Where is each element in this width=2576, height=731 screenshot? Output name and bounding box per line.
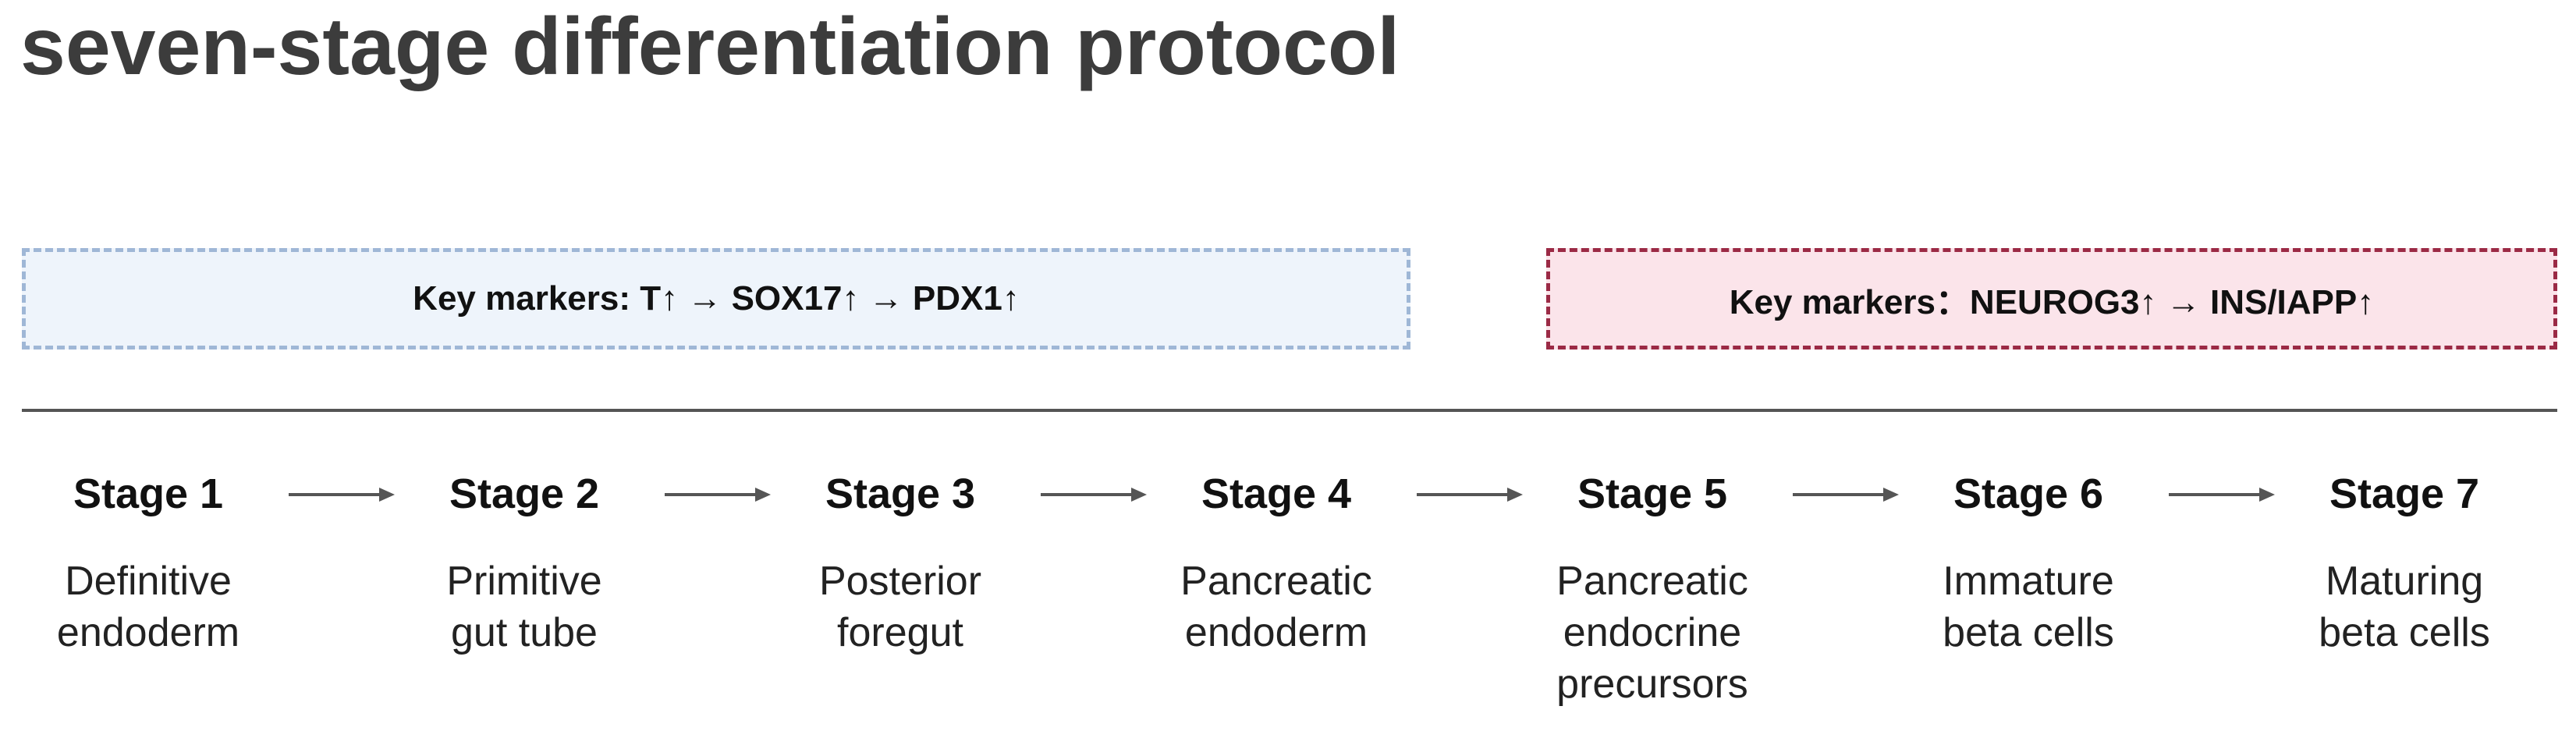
late-markers-label: Key markers：NEUROG3↑ → INS/IAPP↑	[1729, 283, 2375, 321]
stage-description: Pancreatic endoderm	[1180, 559, 1372, 655]
stage-description: Maturing beta cells	[2319, 559, 2490, 655]
stage-2: Stage 2 Primitive gut tube	[376, 467, 672, 658]
stage-title: Stage 2	[449, 470, 600, 517]
arrow-right-icon	[289, 488, 395, 502]
divider-line	[22, 409, 2557, 412]
stage-title: Stage 3	[825, 470, 976, 517]
arrow-right-icon	[1417, 488, 1523, 502]
stage-3: Stage 3 Posterior foregut	[752, 467, 1048, 658]
page-title: seven-stage differentiation protocol	[20, 2, 1400, 92]
early-markers-box: Key markers: T↑ → SOX17↑ → PDX1↑	[22, 248, 1410, 350]
stage-5: Stage 5 Pancreatic endocrine precursors	[1504, 467, 1801, 710]
stage-title: Stage 7	[2329, 470, 2480, 517]
stage-description: Posterior foregut	[818, 559, 982, 655]
late-markers-box: Key markers：NEUROG3↑ → INS/IAPP↑	[1546, 248, 2557, 350]
stage-title: Stage 6	[1953, 470, 2104, 517]
stage-description: Primitive gut tube	[446, 559, 602, 655]
stage-title: Stage 4	[1201, 470, 1352, 517]
arrow-right-icon	[1041, 488, 1147, 502]
early-markers-label: Key markers: T↑ → SOX17↑ → PDX1↑	[413, 279, 1020, 318]
arrow-right-icon	[2169, 488, 2275, 502]
stage-4: Stage 4 Pancreatic endoderm	[1128, 467, 1425, 658]
arrow-right-icon	[1793, 488, 1899, 502]
arrow-right-icon	[665, 488, 771, 502]
stage-1: Stage 1 Definitive endoderm	[0, 467, 296, 658]
stage-description: Immature beta cells	[1943, 559, 2114, 655]
stage-description: Definitive endoderm	[56, 559, 240, 655]
stage-description: Pancreatic endocrine precursors	[1556, 559, 1748, 707]
stage-title: Stage 5	[1577, 470, 1728, 517]
stage-7: Stage 7 Maturing beta cells	[2256, 467, 2553, 658]
stage-title: Stage 1	[73, 470, 224, 517]
stage-6: Stage 6 Immature beta cells	[1880, 467, 2177, 658]
